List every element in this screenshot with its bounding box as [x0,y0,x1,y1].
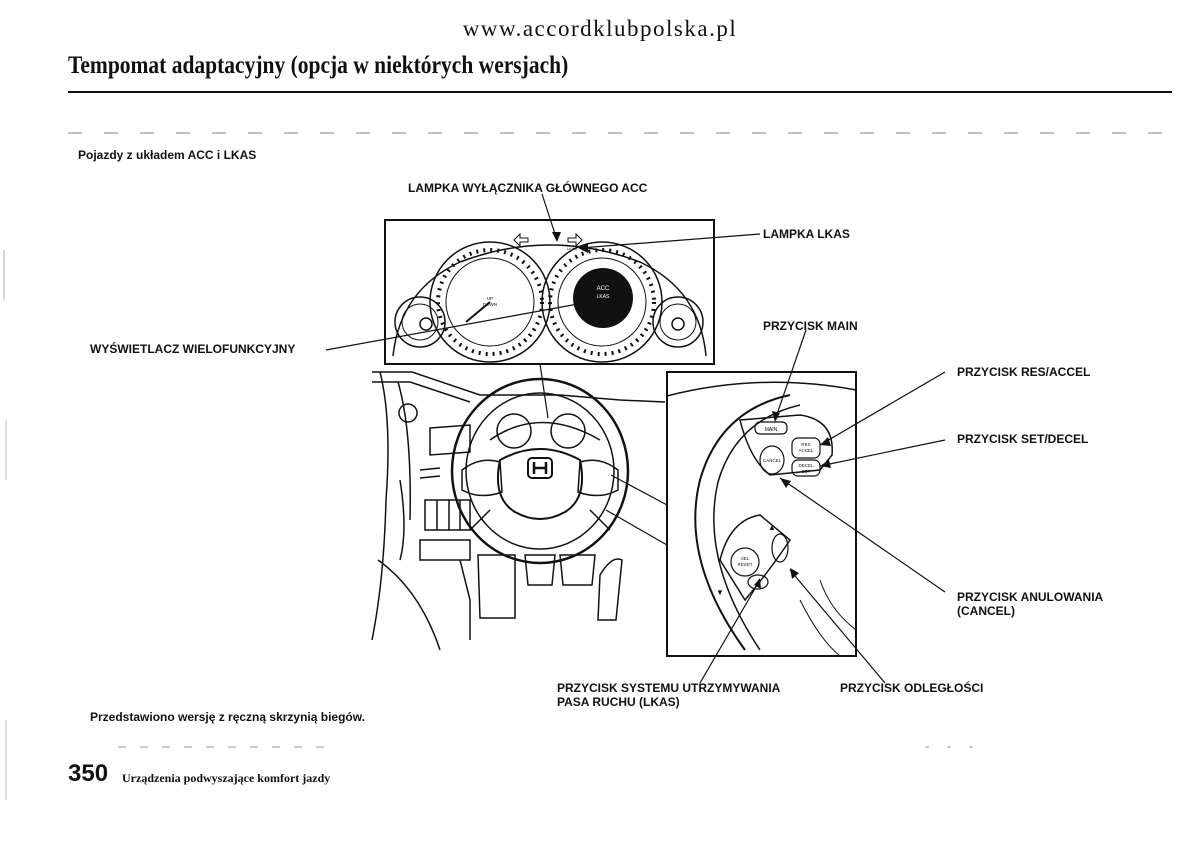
title-rule [68,91,1172,93]
switch-main-text: MAIN [765,427,778,433]
label-distance-button: PRZYCISK ODLEGŁOŚCI [840,680,983,695]
label-main-button: PRZYCISK MAIN [763,319,858,333]
site-url: www.accordklubpolska.pl [462,16,738,41]
callout-leader-lines [325,193,946,684]
label-cancel-button-line2: (CANCEL) [957,604,1015,618]
tachometer-down-text: DOWN [483,302,497,307]
chapter-title: Urządzenia podwyszające komfort jazdy [122,771,331,785]
switch-decel-text: DECEL [798,463,814,468]
switch-accel-text: ACCEL [798,448,814,453]
label-set-decel-button: PRZYCISK SET/DECEL [957,432,1088,446]
switch-reset-text: RESET [737,562,752,567]
up-arrow-icon: ▲ [768,523,776,532]
label-lkas-indicator: LAMPKA LKAS [763,227,850,241]
label-lkas-button-line1: PRZYCISK SYSTEMU UTRZYMYWANIA [557,681,781,695]
label-multi-info-display: WYŚWIETLACZ WIELOFUNKCYJNY [90,341,295,356]
instrument-cluster-inset [384,219,715,365]
switch-sel-text: SEL [741,556,750,561]
display-odometer-text: 003000 [591,311,614,318]
down-arrow-icon: ▼ [716,588,724,597]
switch-zoom-inset [666,371,857,657]
transmission-note: Przedstawiono wersję z ręczną skrzynią b… [90,710,365,724]
cluster-lkas-text: LKAS [567,246,578,251]
callout-arrowheads [552,232,831,589]
section-title: Tempomat adaptacyjny (opcja w niektórych… [68,52,569,79]
switch-cancel-text: CANCEL [763,458,782,463]
tachometer-up-text: UP [487,296,493,301]
switch-res-text: RES [801,442,810,447]
label-lkas-button-line2: PASA RUCHU (LKAS) [557,695,680,709]
display-acc-text: ACC [597,286,610,292]
page-number: 350 [68,760,109,787]
label-res-accel-button: PRZYCISK RES/ACCEL [957,365,1090,379]
label-acc-main-indicator: LAMPKA WYŁĄCZNIKA GŁÓWNEGO ACC [408,180,648,195]
switch-set-text: SET [802,469,811,474]
display-temp-text: 25° [598,320,608,326]
vehicles-note: Pojazdy z układem ACC i LKAS [78,148,257,162]
dashboard-drawing [371,371,666,651]
multi-info-display [573,268,633,328]
zoom-connector-lines [539,363,668,546]
display-lkas-text: LKAS [597,294,610,300]
label-cancel-button-line1: PRZYCISK ANULOWANIA [957,590,1104,604]
